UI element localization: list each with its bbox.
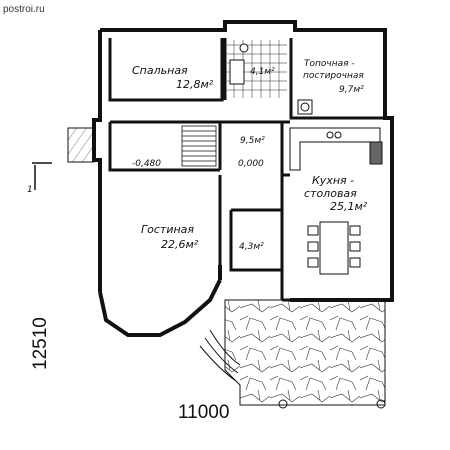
living-area: 22,6м² <box>161 238 199 251</box>
terrace <box>224 299 386 406</box>
interior-walls <box>108 38 385 302</box>
kitchen-name-1: Кухня - <box>312 174 354 187</box>
level-lower: -0,480 <box>132 159 161 169</box>
living-name: Гостиная <box>141 223 194 236</box>
kitchen-area: 25,1м² <box>330 200 368 213</box>
kitchen-counter <box>289 127 383 171</box>
bathroom-area: 4,1м² <box>250 67 275 77</box>
entrance-steps <box>199 329 241 382</box>
bedroom-name: Спальная <box>132 64 188 77</box>
dimension-height: 12510 <box>30 317 51 370</box>
dimension-width: 11000 <box>178 402 229 423</box>
staircase <box>181 125 217 167</box>
boiler-name-1: Топочная - <box>304 59 355 69</box>
bedroom-area: 12,8м² <box>176 78 214 91</box>
toilet <box>239 43 249 53</box>
bathtub <box>229 59 245 85</box>
column-marker <box>376 399 386 409</box>
boiler-area: 9,7м² <box>339 85 364 95</box>
storage-area: 4,3м² <box>239 242 264 252</box>
level-floor: 0,000 <box>238 159 264 169</box>
boiler-equipment <box>297 99 313 115</box>
column-marker <box>278 399 288 409</box>
section-mark <box>32 162 52 190</box>
dining-table <box>307 221 361 275</box>
boiler-name-2: постирочная <box>303 71 364 81</box>
watermark: postroi.ru <box>3 4 45 15</box>
hall-area: 9,5м² <box>240 136 265 146</box>
section-mark-label: 1 <box>27 185 33 195</box>
kitchen-name-2: столовая <box>304 187 357 200</box>
porch <box>67 127 95 163</box>
